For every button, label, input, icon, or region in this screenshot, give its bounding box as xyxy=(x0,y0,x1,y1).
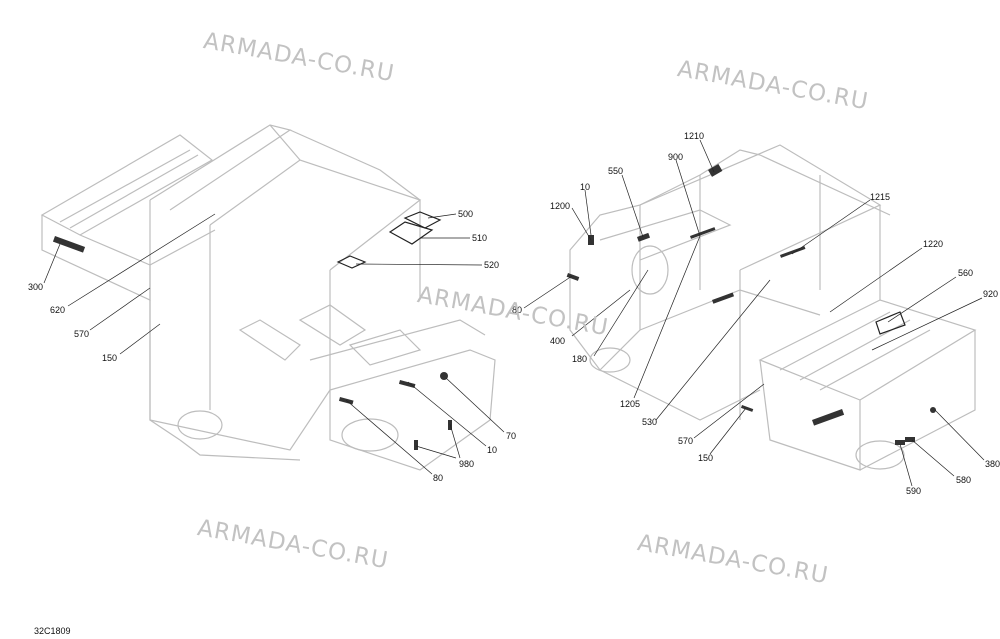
callout-900: 900 xyxy=(668,152,683,162)
callout-180: 180 xyxy=(572,354,587,364)
callout-80: 80 xyxy=(512,305,522,315)
callout-620: 620 xyxy=(50,305,65,315)
callout-580: 580 xyxy=(956,475,971,485)
callout-70: 70 xyxy=(506,431,516,441)
callout-80: 80 xyxy=(433,473,443,483)
callout-920: 920 xyxy=(983,289,998,299)
callout-1210: 1210 xyxy=(684,131,704,141)
callout-520: 520 xyxy=(484,260,499,270)
callout-10: 10 xyxy=(487,445,497,455)
callout-150: 150 xyxy=(102,353,117,363)
leader-lines xyxy=(43,139,985,487)
callout-980: 980 xyxy=(459,459,474,469)
callout-530: 530 xyxy=(642,417,657,427)
callout-150: 150 xyxy=(698,453,713,463)
callout-570: 570 xyxy=(74,329,89,339)
right-vehicle-drawing xyxy=(566,144,977,471)
callout-400: 400 xyxy=(550,336,565,346)
callout-labels: 500 510 520 300 620 570 150 70 10 980 80… xyxy=(28,131,1000,496)
callout-380: 380 xyxy=(985,459,1000,469)
callout-560: 560 xyxy=(958,268,973,278)
callout-1200: 1200 xyxy=(550,201,570,211)
callout-500: 500 xyxy=(458,209,473,219)
callout-1205: 1205 xyxy=(620,399,640,409)
drawing-code: 32C1809 xyxy=(34,626,71,636)
callout-1220: 1220 xyxy=(923,239,943,249)
callout-590: 590 xyxy=(906,486,921,496)
callout-550: 550 xyxy=(608,166,623,176)
callout-1215: 1215 xyxy=(870,192,890,202)
callout-10: 10 xyxy=(580,182,590,192)
callout-510: 510 xyxy=(472,233,487,243)
callout-570: 570 xyxy=(678,436,693,446)
left-vehicle-drawing xyxy=(40,124,496,471)
callout-300: 300 xyxy=(28,282,43,292)
